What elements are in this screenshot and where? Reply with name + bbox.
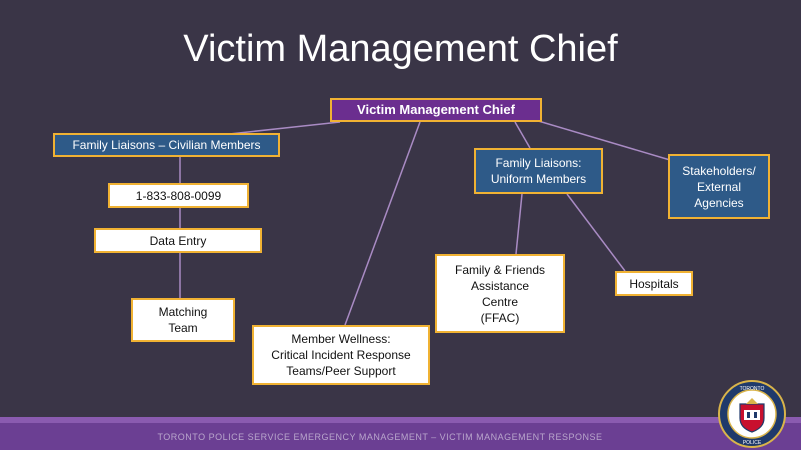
connector-chief-uniform — [514, 121, 531, 149]
node-stakeholders-external-agencies: Stakeholders/ External Agencies — [668, 154, 770, 219]
node-matching-team: Matching Team — [131, 298, 235, 342]
node-data-entry: Data Entry — [94, 228, 262, 253]
node-hospitals: Hospitals — [615, 271, 693, 296]
footer-band — [0, 423, 801, 450]
connector-uniform-hospitals — [566, 193, 626, 272]
connector-chief-civilian — [219, 121, 341, 136]
node-member-wellness: Member Wellness: Critical Incident Respo… — [252, 325, 430, 385]
slide-title: Victim Management Chief — [183, 28, 618, 70]
footer-text: TORONTO POLICE SERVICE EMERGENCY MANAGEM… — [157, 432, 603, 442]
connector-uniform-ffac — [515, 193, 523, 255]
connector-chief-stakeholders — [534, 119, 671, 161]
logo-text-bottom: POLICE — [743, 440, 762, 446]
footer-accent-bar — [0, 417, 801, 423]
node-phone-number: 1-833-808-0099 — [108, 183, 249, 208]
connector-chief-wellness — [344, 121, 421, 326]
node-family-liaisons-civilian: Family Liaisons – Civilian Members — [53, 133, 280, 157]
node-ffac: Family & Friends Assistance Centre (FFAC… — [435, 254, 565, 333]
node-victim-management-chief: Victim Management Chief — [330, 98, 542, 122]
toronto-police-crest-icon: TORONTO POLICE — [718, 380, 786, 448]
node-family-liaisons-uniform: Family Liaisons: Uniform Members — [474, 148, 603, 194]
logo-text-top: TORONTO — [740, 386, 765, 392]
